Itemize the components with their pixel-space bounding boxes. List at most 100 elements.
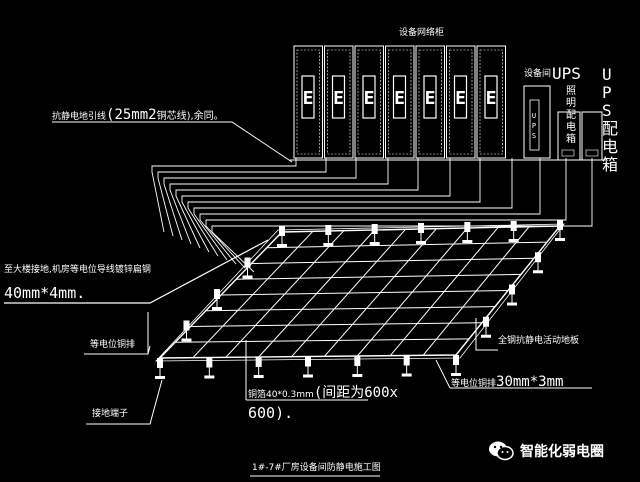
pedestal-foot — [204, 375, 215, 379]
copper-grid-line — [236, 273, 522, 280]
floor-pedestal — [157, 358, 163, 368]
pedestal-foot — [533, 270, 543, 274]
cabinet-glyph: E — [394, 88, 405, 109]
ups-panel — [529, 99, 540, 151]
floor-pedestal — [535, 252, 541, 263]
floor-pedestal — [206, 357, 213, 368]
ground-connection-label: 至大楼接地,机房等电位导线镀锌扁钢 — [4, 265, 151, 275]
floor-pedestal — [403, 355, 410, 366]
box-terminal — [585, 149, 599, 157]
cabinet-panel — [301, 75, 315, 119]
ground-lead-suffix: 铜芯线),余同。 — [156, 111, 224, 122]
equipment-ground-wire — [157, 158, 327, 237]
ups-panel-text: S — [532, 132, 536, 140]
pedestal-foot — [416, 241, 426, 244]
pedestal-foot — [303, 374, 313, 378]
floor-copper-leader — [435, 359, 451, 389]
distribution-box-label: 照明配电箱 — [566, 86, 578, 146]
server-cabinet — [324, 45, 354, 159]
floor-pedestal — [305, 356, 311, 367]
floor-pedestal — [509, 284, 515, 295]
floor-pedestal — [214, 289, 220, 299]
pedestal-foot — [155, 376, 165, 379]
equipment-ground-wire — [181, 158, 451, 253]
floor-pedestal — [464, 222, 471, 232]
floor-pedestal — [453, 355, 459, 365]
cabinet-panel — [362, 75, 376, 119]
pedestal-foot — [242, 275, 253, 279]
pedestal-foot — [555, 238, 565, 241]
cabinet-door — [388, 49, 412, 155]
floor-pedestal — [483, 316, 489, 327]
pedestal-foot — [481, 334, 491, 338]
ups-cabinet-prefix: 设备间 — [524, 69, 552, 79]
pedestal-foot — [277, 244, 287, 247]
floor-pedestal — [557, 220, 563, 230]
equipment-ground-wire — [169, 158, 389, 245]
ground-lead-leader — [52, 121, 293, 163]
floor-pedestal — [279, 226, 285, 236]
equipment-ground-wire — [211, 158, 593, 273]
server-cabinet — [293, 45, 323, 159]
cabinet-door — [479, 49, 503, 155]
cabinet-door — [449, 49, 473, 155]
equipment-ground-wire — [163, 158, 357, 241]
ground-lead-spec: (25mm2 — [106, 107, 157, 123]
ups-panel-text: P — [532, 122, 536, 130]
box-terminal — [561, 149, 575, 157]
cabinet-panel — [331, 75, 346, 119]
pedestal-foot — [451, 373, 461, 376]
floor-pedestal — [244, 257, 251, 268]
grounding-terminal-label: 接地端子 — [92, 409, 129, 419]
ups-panel-text: U — [532, 112, 536, 120]
ups-distribution-box — [581, 111, 603, 161]
copper-grid-spec-line1: 铜箔40*0.3mm(间距为600x — [248, 386, 398, 400]
cabinet-panel — [392, 75, 407, 119]
pedestal-foot — [507, 302, 517, 306]
server-cabinet — [354, 45, 384, 159]
floor-pedestal — [510, 221, 517, 231]
ground-lead-prefix: 抗静电地引线 — [52, 112, 107, 122]
pedestal-foot — [323, 243, 334, 246]
cabinet-glyph: E — [486, 88, 497, 109]
cabinet-door — [327, 49, 351, 155]
floor-pedestal — [325, 225, 332, 235]
floor-pedestal — [255, 357, 262, 367]
copper-grid-spec-1: 铜箔40*0.3mm — [248, 390, 314, 400]
cabinet-door — [296, 49, 320, 155]
server-cabinet — [385, 45, 415, 159]
copper-grid-line — [220, 290, 509, 296]
floor-copper-prefix: 等电位铜排 — [451, 379, 497, 389]
cabinet-glyph: E — [455, 88, 466, 109]
floor-copper-label: 等电位铜排30mm*3mm — [451, 375, 563, 389]
ups-cabinet — [523, 85, 551, 159]
cabinet-glyph: E — [303, 88, 314, 109]
cabinet-panel — [484, 75, 498, 119]
watermark: 智能化弱电圈 — [488, 440, 604, 462]
grid-copper-label: 全钢抗静电活动地板 — [498, 336, 580, 346]
server-cabinet — [476, 45, 506, 159]
equipment-ground-wire — [187, 158, 481, 257]
copper-grid-spec-1a: (间距为600x — [313, 385, 398, 401]
copper-grid-line — [266, 241, 548, 249]
copper-grid-line — [251, 257, 535, 264]
distribution-box-text: 照明配电箱 — [566, 86, 576, 145]
braid-strap-label: 等电位铜排 — [90, 340, 136, 350]
server-cabinet — [415, 45, 445, 159]
equipment-ground-wire — [193, 158, 513, 261]
equipment-ground-wire — [205, 158, 567, 269]
copper-grid-line — [175, 338, 470, 343]
equipment-ground-wire — [151, 158, 297, 233]
ups-distribution-label: UPS配电箱 — [602, 65, 619, 174]
pedestal-foot — [212, 307, 222, 310]
floor-pedestal — [183, 320, 190, 331]
pedestal-foot — [401, 373, 412, 377]
grid-copper-leader — [475, 318, 498, 351]
watermark-text: 智能化弱电圈 — [520, 444, 604, 460]
equipment-ground-wire — [199, 158, 541, 265]
ups-cabinet-label: UPS — [552, 64, 581, 83]
pedestal-foot — [462, 240, 473, 243]
wechat-icon — [489, 441, 514, 461]
floor-pedestal — [418, 223, 424, 233]
